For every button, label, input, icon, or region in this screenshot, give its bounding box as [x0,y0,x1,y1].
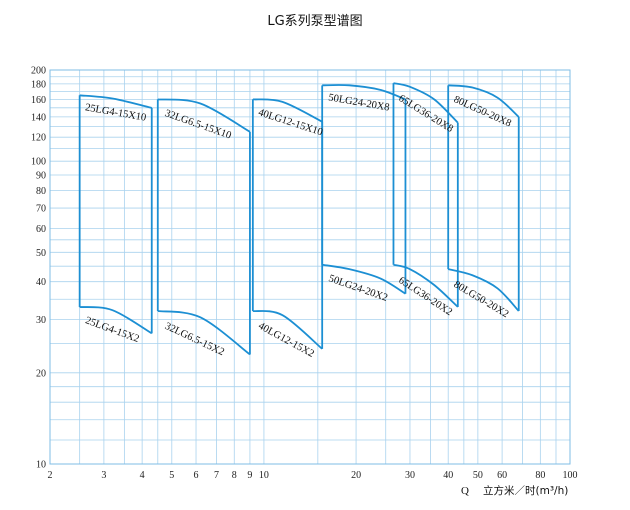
top-curve [252,98,323,123]
y-tick-label: 200 [31,66,46,77]
y-tick-label: 180 [31,79,46,90]
top-curve [157,98,251,133]
y-tick-label: 160 [31,95,46,106]
top-curve [448,84,520,118]
bottom-curve [322,263,406,295]
y-tick-label: 30 [36,315,46,326]
y-tick-label: 70 [36,204,46,215]
y-tick-label: 60 [36,224,46,235]
y-tick-label: 10 [36,460,46,471]
top-curve-label: 25LG4-15X10 [84,102,147,123]
y-tick-label: 40 [36,277,46,288]
bottom-curve-label: 80LG50-20X2 [452,279,511,320]
y-tick-label: 20 [36,368,46,379]
bottom-curve-label: 40LG12-15X2 [256,321,316,360]
grid-layer [49,69,571,465]
y-tick-label: 120 [31,133,46,144]
curve-layer [78,82,520,356]
bottom-curve [447,268,520,312]
top-curve [79,94,152,109]
x-tick-label: 8 [232,470,237,481]
top-curve-label: 40LG12-15X10 [257,107,324,138]
pump-region-6 [447,84,520,312]
pump-region-2 [156,98,251,356]
y-tick-label: 140 [31,112,46,123]
top-curve-label: 50LG24-20X8 [327,92,390,113]
x-tick-label: 2 [48,470,53,481]
x-tick-label: 4 [140,470,145,481]
x-tick-label: 80 [535,470,545,481]
x-tick-label: 100 [563,470,578,481]
bottom-curve [252,310,323,350]
x-tick-label: 20 [351,470,361,481]
x-tick-label: 60 [497,470,507,481]
y-tick-label: 90 [36,171,46,182]
top-curve [322,84,406,101]
x-tick-label: 40 [443,470,453,481]
bottom-curve [393,263,459,308]
x-tick-label: 30 [405,470,415,481]
top-curve-label: 32LG6.5-15X10 [163,108,232,142]
plot-frame [49,69,571,465]
x-tick-label: 6 [194,470,199,481]
y-tick-label: 50 [36,248,46,259]
x-tick-label: 50 [473,470,483,481]
y-tick-label: 100 [31,157,46,168]
x-axis-symbol: Q [461,485,469,497]
y-tick-label: 80 [36,186,46,197]
bottom-curve [79,306,153,335]
x-tick-label: 9 [247,470,252,481]
x-tick-label: 10 [259,470,269,481]
pump-region-3 [251,98,324,350]
bottom-curve [157,310,251,356]
x-tick-label: 7 [214,470,219,481]
chart-title: LG系列泵型谱图 [267,14,363,29]
pump-region-1 [78,94,153,335]
pump-region-4 [321,84,407,295]
x-tick-label: 3 [101,470,106,481]
x-axis-unit: 立方米／时(m³/h) [483,484,568,497]
x-tick-label: 5 [169,470,174,481]
